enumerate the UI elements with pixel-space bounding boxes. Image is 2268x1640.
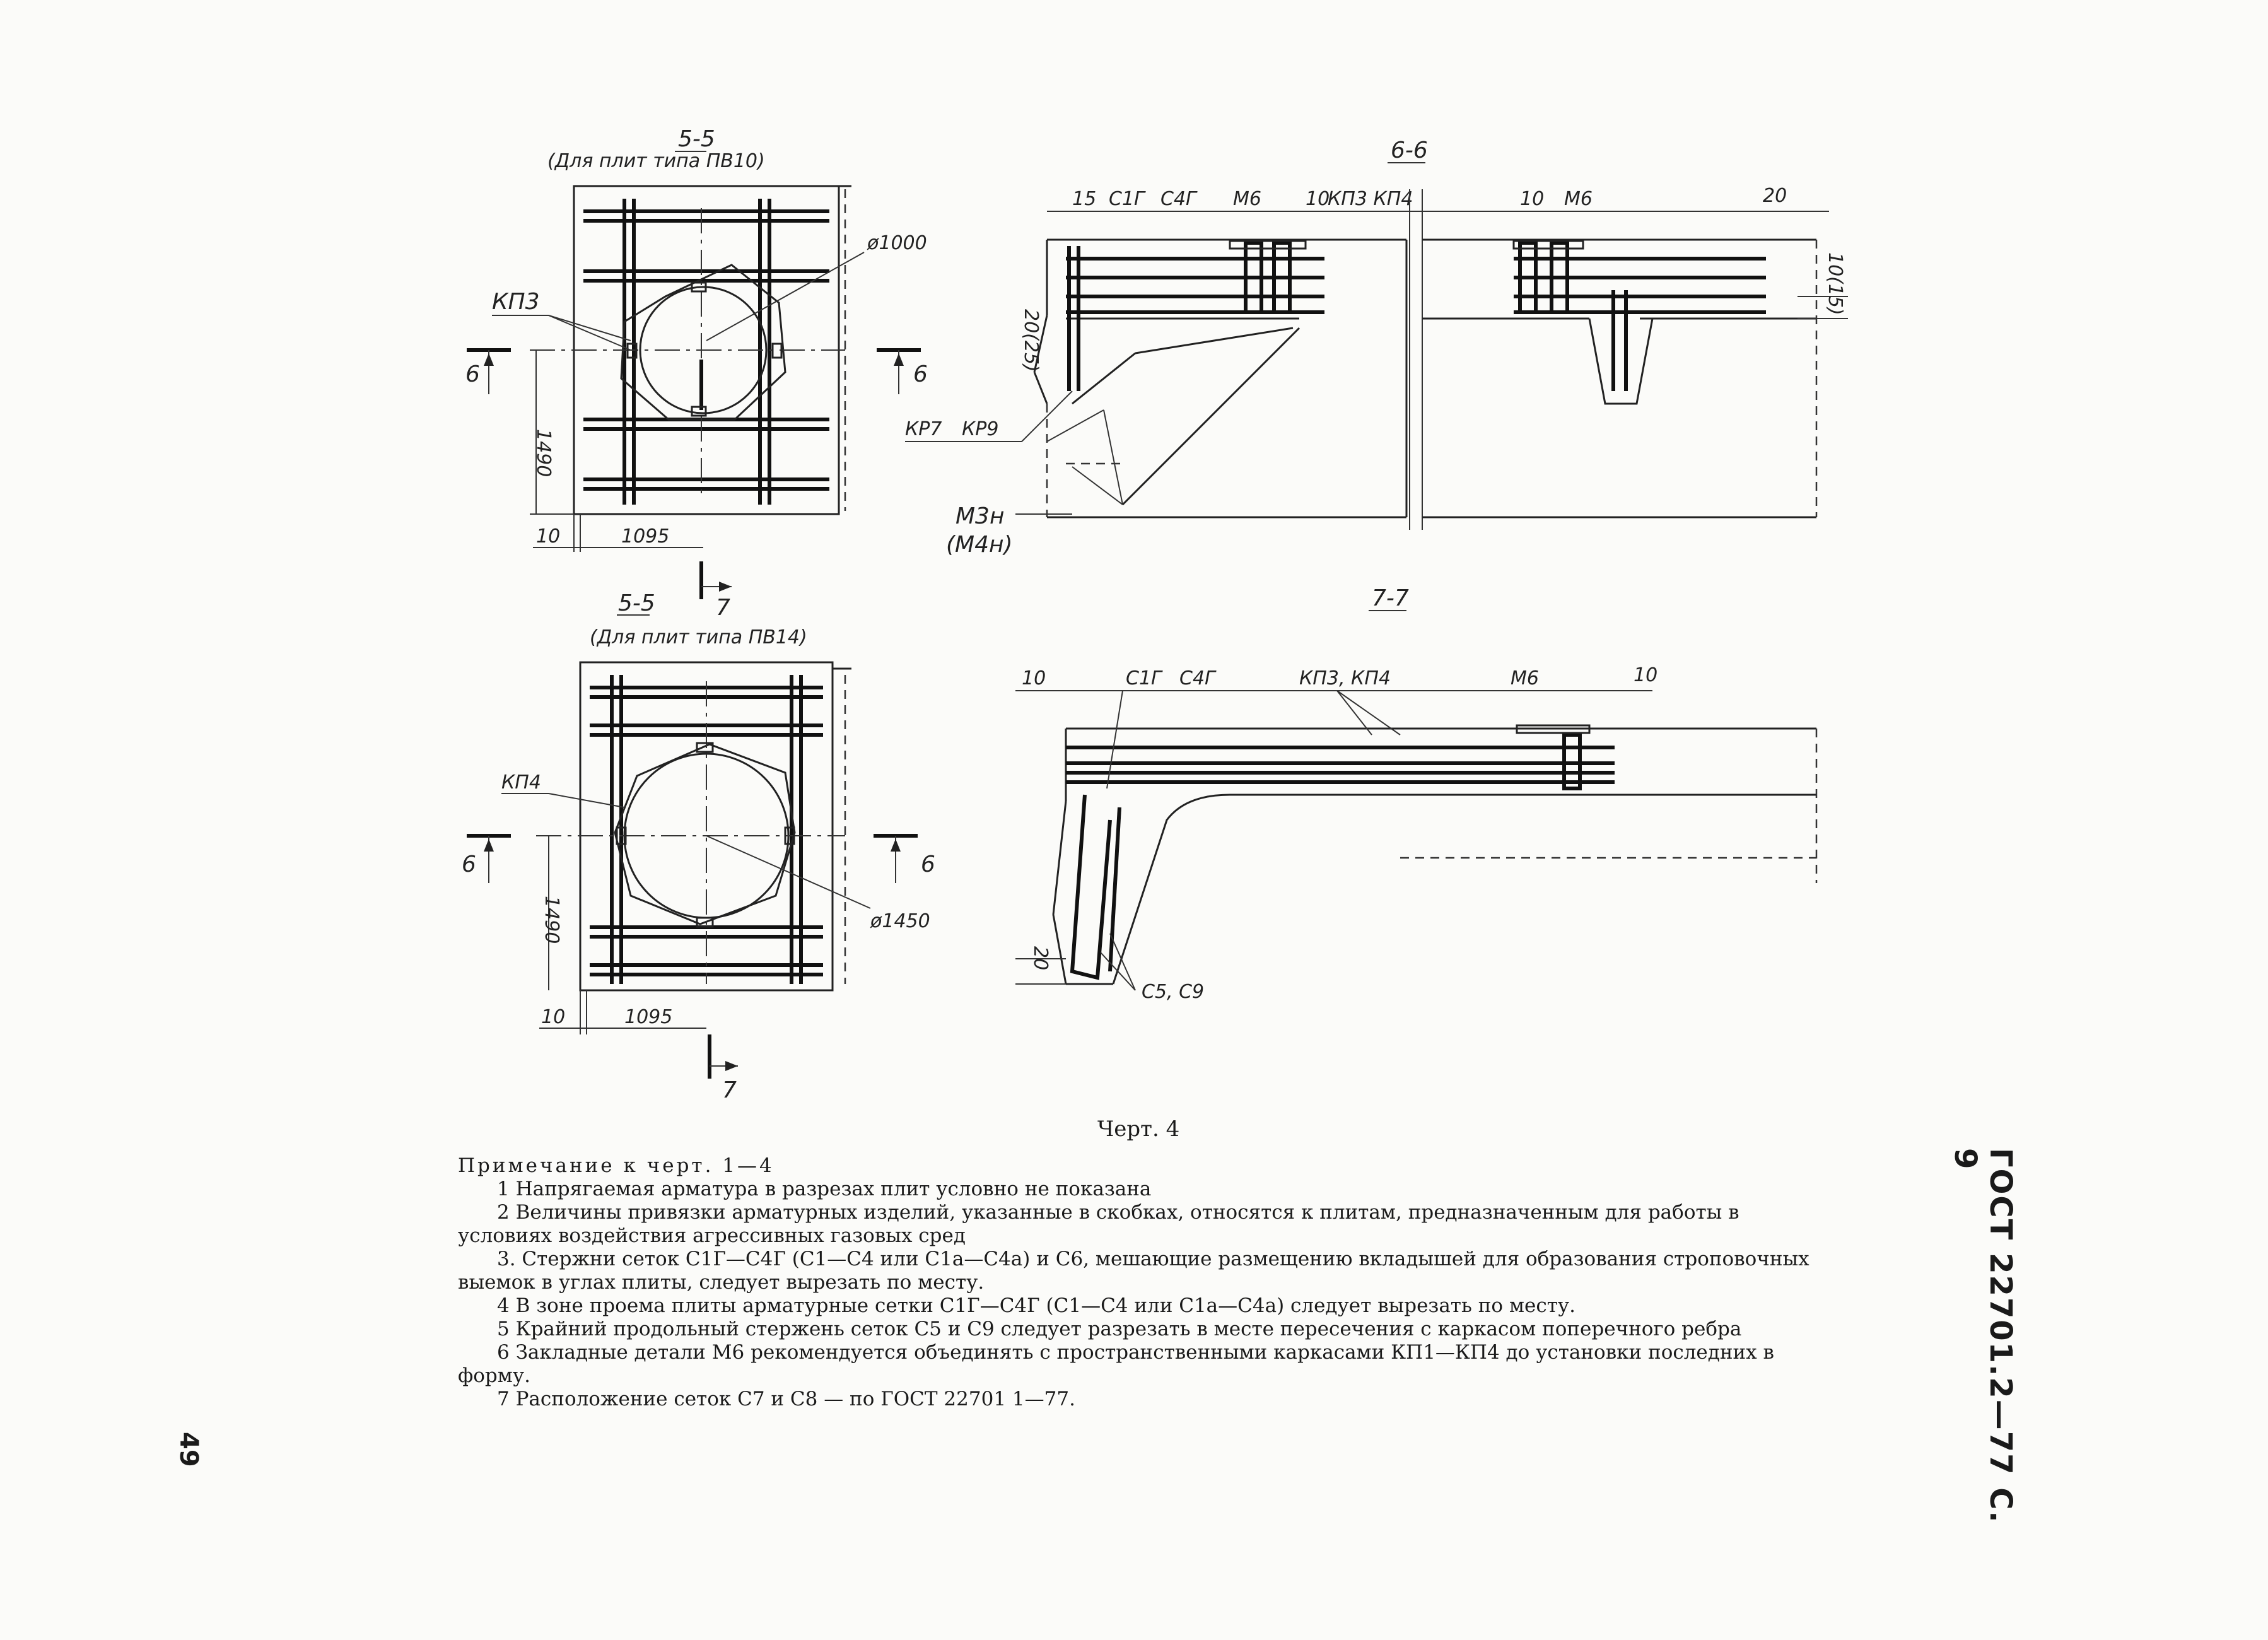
section-6-6-title: 6-6	[1391, 138, 1428, 163]
slab-outline-b	[579, 661, 834, 992]
label-m4n: (М4н)	[946, 532, 1013, 558]
note-2: 2 Величины привязки арматурных изделий, …	[458, 1201, 1739, 1247]
label-m3n: М3н	[956, 503, 1005, 529]
cut-marker-6-left-a: 6	[465, 361, 480, 387]
frame-label-kp4: КП4	[501, 771, 541, 794]
figure-caption: Черт. 4	[1097, 1116, 1180, 1142]
cut-marker-7-a: 7	[716, 595, 730, 621]
frame-labels-77: КП3, КП4	[1299, 667, 1391, 689]
note-1: 1 Напрягаемая арматура в разрезах плит у…	[497, 1178, 1152, 1200]
dim-edge-a: 10	[536, 525, 560, 548]
embed-label-m6-77: М6	[1511, 667, 1539, 689]
mesh-label-c4g: С4Г	[1160, 188, 1198, 210]
mesh-label-c4g-77: С4Г	[1179, 667, 1217, 689]
note-7: 7 Расположение сеток С7 и С8 — по ГОСТ 2…	[497, 1388, 1075, 1410]
mesh-label-c1g: С1Г	[1109, 188, 1146, 210]
dim-10: 10	[1306, 188, 1330, 210]
section-7-7: 7-7 10 С1Г С4Г КП3, КП4 М6 10 С5, С9 2	[1015, 585, 1818, 1003]
dim-side: 20(25)	[1020, 309, 1042, 372]
embed-label-m6: М6	[1233, 188, 1261, 210]
embed-label-m6b: М6	[1564, 188, 1593, 210]
notes-heading: Примечание к черт. 1—4	[458, 1154, 775, 1177]
section-6-6: 6-6 15 С1Г С4Г М6 10 КП3 КП4 10 М6 20	[905, 138, 1848, 558]
notes-block: Примечание к черт. 1—4 1 Напрягаемая арм…	[458, 1154, 1830, 1411]
dim-15: 15	[1072, 188, 1096, 210]
section-5-5-subtitle-b: (Для плит типа ПВ14)	[590, 626, 807, 648]
dim-20: 20	[1763, 185, 1787, 207]
page-number: 49	[174, 1432, 203, 1467]
dim-edge-b: 10	[541, 1006, 565, 1028]
label-kr7: КР7	[905, 418, 942, 440]
section-7-7-title: 7-7	[1372, 585, 1409, 611]
section-5-5-title-a: 5-5	[678, 126, 715, 152]
dim-width-b: 1095	[624, 1006, 672, 1028]
cut-marker-6-right-a: 6	[913, 361, 928, 387]
section-5-5-title-b: 5-5	[618, 590, 655, 616]
note-6: 6 Закладные детали М6 рекомендуется объе…	[458, 1341, 1774, 1387]
diameter-label-b: ø1450	[870, 910, 930, 932]
dim-10b-77: 10	[1634, 664, 1657, 686]
cut-marker-6-right-b: 6	[921, 852, 935, 877]
cut-marker-7-b: 7	[722, 1077, 737, 1103]
note-3: 3. Стержни сеток С1Г—С4Г (С1—С4 или С1а—…	[458, 1248, 1809, 1294]
diameter-label-a: ø1000	[867, 232, 927, 254]
mesh-label-c5-c9: С5, С9	[1142, 981, 1204, 1003]
dim-width-a: 1095	[621, 525, 669, 548]
frame-label-kp3: КП3	[492, 289, 540, 315]
section-5-5-subtitle-a: (Для плит типа ПВ10)	[547, 150, 765, 172]
section-5-5-pv10: 5-5 (Для плит типа ПВ10) ø1000	[465, 126, 928, 621]
frame-labels-kp3-kp4: КП3 КП4	[1328, 188, 1413, 210]
note-5: 5 Крайний продольный стержень сеток С5 и…	[497, 1318, 1742, 1340]
mesh-label-c1g-77: С1Г	[1126, 667, 1163, 689]
dim-right: 10(15)	[1824, 252, 1846, 315]
dim-height-a: 1490	[532, 429, 554, 477]
cut-marker-6-left-b: 6	[462, 852, 476, 877]
dim-10b: 10	[1520, 188, 1544, 210]
opening-circle-a	[639, 286, 768, 414]
note-4: 4 В зоне проема плиты арматурные сетки С…	[497, 1294, 1575, 1317]
section-5-5-pv14: 5-5 (Для плит типа ПВ14) ø1450 КП4	[462, 590, 935, 1103]
standard-side-label: ГОСТ 22701.2—77 С. 9	[1948, 1148, 2018, 1524]
label-kr9: КР9	[962, 418, 998, 440]
dim-10-77: 10	[1022, 667, 1046, 689]
dim-height-b: 1490	[541, 896, 563, 944]
